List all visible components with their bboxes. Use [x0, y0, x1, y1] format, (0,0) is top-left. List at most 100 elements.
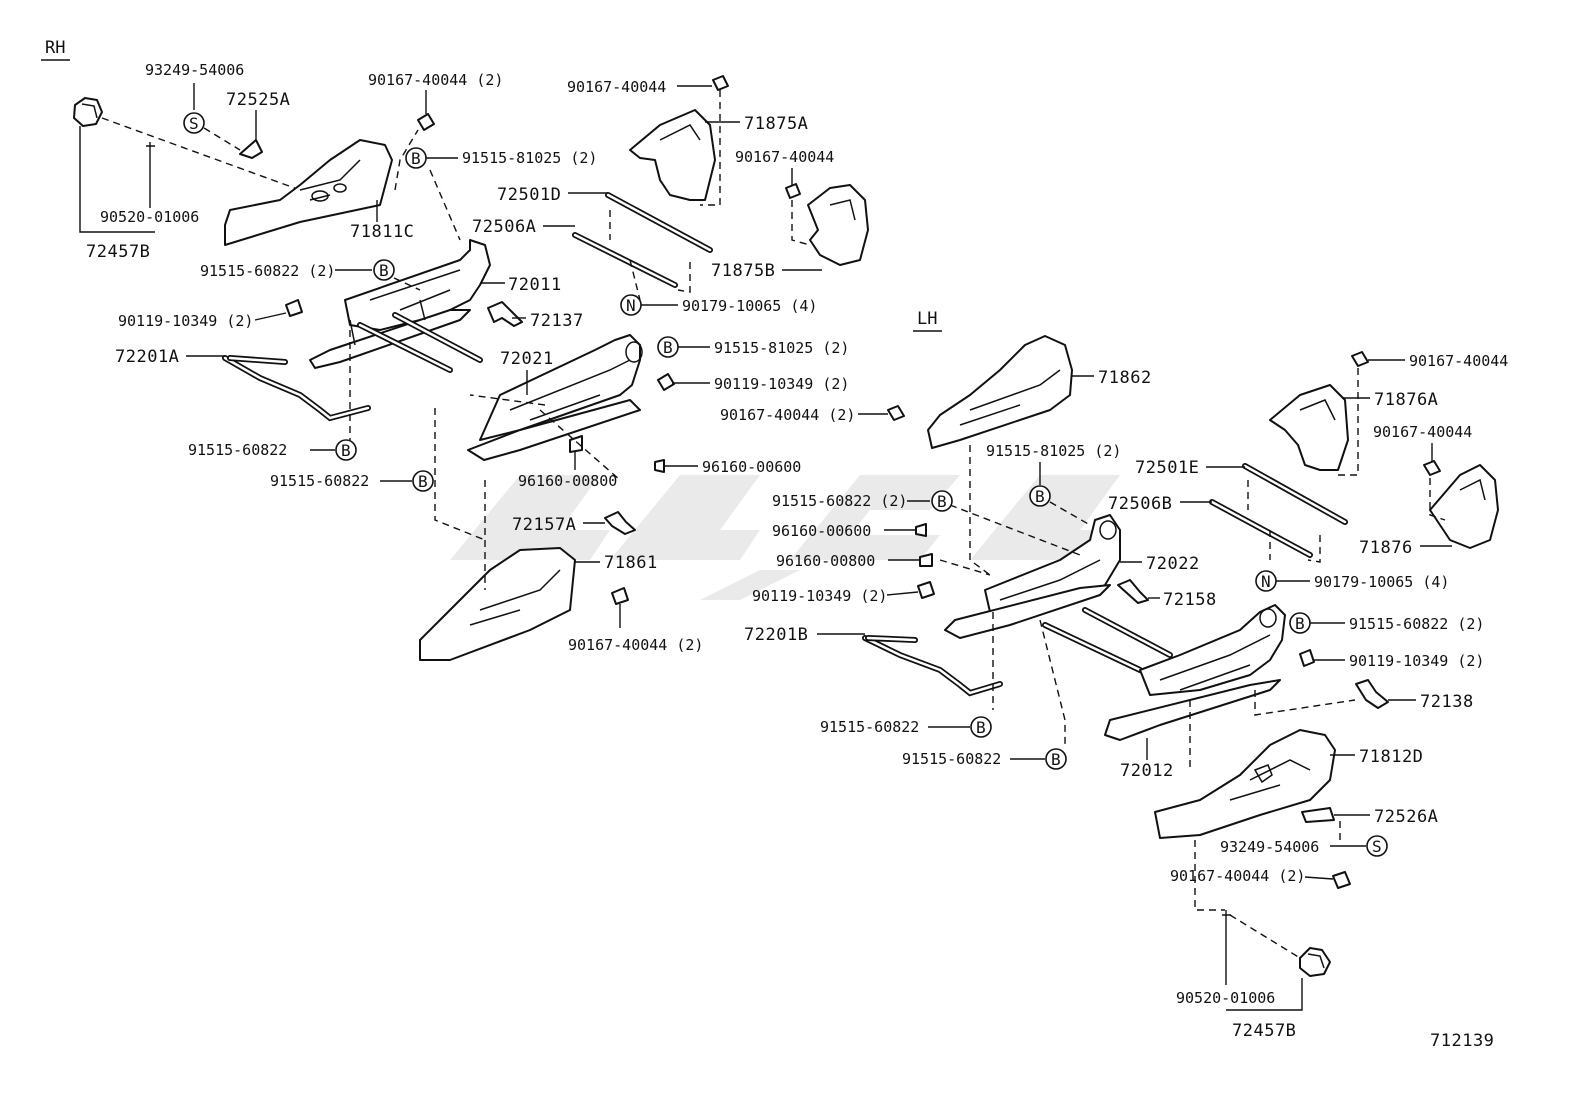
- label-72501D: 72501D: [497, 185, 561, 205]
- rh-rod-72506A: [572, 232, 678, 288]
- rh-cover-72525A-part: [239, 139, 263, 159]
- label-72506A: 72506A: [472, 217, 536, 237]
- label-90520-rh: 90520-01006: [100, 208, 199, 226]
- label-72526A: 72526A: [1374, 807, 1438, 827]
- rh-clip-96160-00800-part: [569, 435, 583, 453]
- label-96160-00800-rh: 96160-00800: [518, 472, 617, 490]
- svg-text:B: B: [379, 261, 389, 280]
- label-96160-00800-lh: 96160-00800: [776, 552, 875, 570]
- lh-cover-71876A: [1269, 384, 1349, 471]
- svg-text:S: S: [1372, 837, 1382, 856]
- rh-lever-72201A: [222, 355, 371, 422]
- label-90167-g-lh: 90167-40044 (2): [1170, 867, 1305, 885]
- label-90119-b-lh: 90119-10349 (2): [1349, 652, 1484, 670]
- label-71875A: 71875A: [744, 114, 808, 134]
- lh-clip-90520: [1222, 910, 1231, 920]
- logo-watermark: [450, 475, 1120, 600]
- label-72457B-rh: 72457B: [86, 242, 150, 262]
- label-96160-00600-rh: 96160-00600: [702, 458, 801, 476]
- svg-text:B: B: [937, 492, 947, 511]
- lh-bolt-90119-part: [917, 581, 935, 599]
- label-90167-b-rh: 90167-40044 (2): [568, 636, 703, 654]
- rh-clip-96160-00600-part: [654, 459, 665, 473]
- rh-screw-90167d-part: [785, 183, 801, 199]
- rh-rod-72501D: [605, 192, 713, 253]
- lh-rod-guides: [1247, 480, 1321, 563]
- label-90167-c-rh: 90167-40044: [567, 78, 666, 96]
- label-90119-b-rh: 90119-10349 (2): [714, 375, 849, 393]
- callout-b-10: [1045, 748, 1067, 770]
- rh-adjuster-72021: [467, 334, 643, 461]
- lh-cover-71876-guide: [1429, 478, 1446, 521]
- callout-b-6: [1029, 485, 1051, 507]
- label-71861: 71861: [604, 553, 658, 573]
- label-72021: 72021: [500, 349, 554, 369]
- label-72022: 72022: [1146, 554, 1200, 574]
- label-90167-d-rh: 90167-40044: [735, 148, 834, 166]
- rh-section-label: RH: [45, 38, 65, 58]
- lh-clip-96160-00800-part: [919, 553, 933, 567]
- lh-screw-90167f-part: [1423, 460, 1441, 476]
- label-72011: 72011: [508, 275, 562, 295]
- label-72201A: 72201A: [115, 347, 179, 367]
- label-93249-54006-rh: 93249-54006: [145, 61, 244, 79]
- svg-text:B: B: [976, 718, 986, 737]
- label-91515-60822-c-lh: 91515-60822 (2): [1349, 615, 1484, 633]
- rh-bracket-72157A-part: [604, 511, 636, 535]
- rh-dashes: [349, 330, 621, 590]
- label-90167-top: 90167-40044 (2): [368, 71, 503, 89]
- rh-rods: [357, 312, 483, 373]
- svg-text:B: B: [663, 338, 673, 357]
- callout-b-2: [373, 259, 395, 281]
- label-90179-lh: 90179-10065 (4): [1314, 573, 1449, 591]
- label-72157A: 72157A: [512, 515, 576, 535]
- label-72137: 72137: [530, 311, 584, 331]
- lh-cover-71862: [927, 335, 1073, 449]
- label-90119-lh: 90119-10349 (2): [752, 587, 887, 605]
- label-91515-60822-2-lh: 91515-60822 (2): [772, 492, 907, 510]
- lh-cover-72526A-part: [1301, 807, 1335, 823]
- callout-b-7: [931, 490, 953, 512]
- label-96160-00600-lh: 96160-00600: [772, 522, 871, 540]
- lh-knob-guide: [1229, 914, 1301, 959]
- label-72012: 72012: [1120, 761, 1174, 781]
- lh-screw-90167e-part: [1351, 351, 1369, 367]
- label-71876A: 71876A: [1374, 390, 1438, 410]
- rh-screw-90167-top: [417, 113, 435, 131]
- lh-rod-72501E: [1242, 463, 1348, 525]
- lh-screw-90167-2-part: [887, 405, 905, 421]
- rh-cover-71875A-guide: [700, 90, 721, 206]
- lh-screw-90167g-part: [1332, 871, 1351, 889]
- rh-rod-guides: [609, 210, 691, 301]
- svg-text:B: B: [411, 149, 421, 168]
- svg-text:B: B: [418, 472, 428, 491]
- rh-cover-71811C: [224, 139, 393, 246]
- svg-text:B: B: [1051, 750, 1061, 769]
- label-71876: 71876: [1359, 538, 1413, 558]
- lh-cover-71812D: [1154, 729, 1336, 839]
- svg-text:B: B: [1295, 614, 1305, 633]
- label-72158: 72158: [1163, 590, 1217, 610]
- lh-bracket-72158-part: [1117, 579, 1149, 604]
- label-72501E: 72501E: [1135, 458, 1199, 478]
- callout-b-4: [412, 470, 434, 492]
- label-90167-f-lh: 90167-40044: [1373, 423, 1472, 441]
- lh-cover-71876A-guide: [1335, 368, 1359, 476]
- label-71812D: 71812D: [1359, 747, 1423, 767]
- label-71811C: 71811C: [350, 222, 414, 242]
- rh-cover-71875B-guide: [791, 200, 811, 246]
- label-72525A: 72525A: [226, 90, 290, 110]
- label-72138: 72138: [1420, 692, 1474, 712]
- rh-bolt-90119-part: [285, 299, 303, 317]
- label-91515-81025-rh: 91515-81025 (2): [462, 149, 597, 167]
- label-91515-81025-b-rh: 91515-81025 (2): [714, 339, 849, 357]
- svg-text:S: S: [189, 114, 199, 133]
- label-72506B: 72506B: [1108, 494, 1172, 514]
- label-91515-81025-lh: 91515-81025 (2): [986, 442, 1121, 460]
- label-71862: 71862: [1098, 368, 1152, 388]
- svg-text:B: B: [341, 441, 351, 460]
- label-91515-60822-a-rh: 91515-60822: [188, 441, 287, 459]
- label-72201B: 72201B: [744, 625, 808, 645]
